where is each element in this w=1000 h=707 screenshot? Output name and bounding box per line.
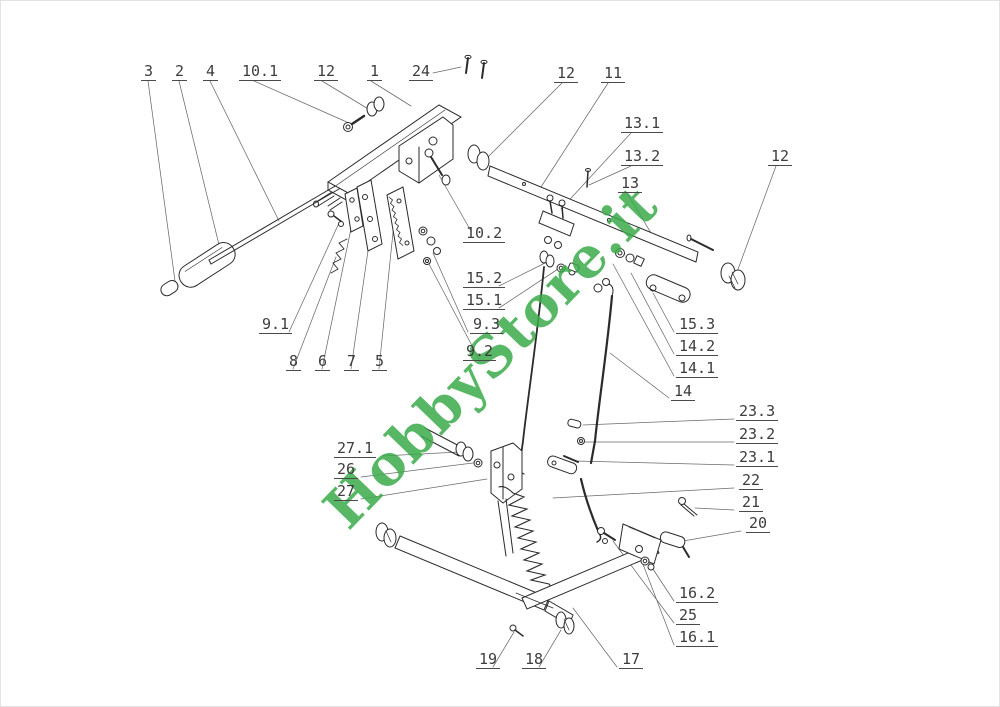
part-7-plate <box>356 179 383 252</box>
part-20-pin <box>659 531 690 558</box>
part-27-1-bushing-b <box>375 522 397 548</box>
part-label-14-1: 14.1 <box>676 360 719 378</box>
part-label-25: 25 <box>676 607 701 625</box>
part-label-27: 27 <box>334 483 359 501</box>
lower-frame <box>394 535 660 626</box>
part-label-24: 24 <box>409 63 434 81</box>
part-label-4: 4 <box>203 63 219 81</box>
part-24-pins <box>464 54 488 79</box>
part-6-bracket <box>344 187 364 233</box>
part-label-2: 2 <box>172 63 188 81</box>
part-label-26: 26 <box>334 461 359 479</box>
part-5-toothed-plate <box>386 186 415 260</box>
part-label-13-1: 13.1 <box>621 115 664 133</box>
part-15-cable <box>518 266 545 475</box>
part-label-7: 7 <box>344 353 360 371</box>
part-12-bushing-c <box>720 262 746 291</box>
part-label-27-1: 27.1 <box>334 440 377 458</box>
part-23x-adjuster <box>547 418 585 475</box>
part-label-9-2: 9.2 <box>463 343 497 361</box>
part-label-12-b: 12 <box>554 65 579 83</box>
part-18-bushing <box>555 611 575 635</box>
part-10-2-bolt <box>424 148 451 186</box>
part-26-washer <box>473 458 483 468</box>
part-15-3-link <box>645 274 691 303</box>
part-12-bushing-a <box>366 96 385 117</box>
part-21-cotter-pin <box>678 497 698 517</box>
part-label-14: 14 <box>671 383 696 401</box>
part-label-12-c: 12 <box>768 148 793 166</box>
part-label-23-2: 23.2 <box>736 426 779 444</box>
part-label-13: 13 <box>618 175 643 193</box>
part-19-bolt <box>509 624 524 637</box>
washers-14x-15x <box>539 250 610 293</box>
part-label-1: 1 <box>367 63 383 81</box>
part-label-10-2: 10.2 <box>463 225 506 243</box>
washer-nut-cluster-9x <box>418 226 441 265</box>
part-25-bolt <box>597 527 616 544</box>
part-label-20: 20 <box>746 515 771 533</box>
part-9-bolts <box>327 210 344 227</box>
part-label-9-1: 9.1 <box>259 316 293 334</box>
part-label-12-a: 12 <box>314 63 339 81</box>
part-3-grip <box>160 242 236 297</box>
part-27-1-bushing-a <box>455 441 474 462</box>
part-label-9-3: 9.3 <box>470 316 504 334</box>
part-label-14-2: 14.2 <box>676 338 719 356</box>
part-label-6: 6 <box>315 353 331 371</box>
part-label-3: 3 <box>141 63 157 81</box>
part-14-rod <box>579 283 614 543</box>
part-label-15-1: 15.1 <box>463 292 506 310</box>
part-label-23-1: 23.1 <box>736 449 779 467</box>
part-label-23-3: 23.3 <box>736 403 779 421</box>
part-label-15-3: 15.3 <box>676 316 719 334</box>
part-label-16-1: 16.1 <box>676 629 719 647</box>
part-label-18: 18 <box>522 651 547 669</box>
part-label-19: 19 <box>476 651 501 669</box>
part-label-17: 17 <box>619 651 644 669</box>
part-1-handle-tube <box>313 104 462 211</box>
part-label-16-2: 16.2 <box>676 585 719 603</box>
part-11-13-cross-tube <box>487 165 714 267</box>
part-label-15-2: 15.2 <box>463 270 506 288</box>
part-label-5: 5 <box>372 353 388 371</box>
part-8-spring <box>330 238 348 274</box>
part-label-10-1: 10.1 <box>239 63 282 81</box>
part-label-8: 8 <box>286 353 302 371</box>
part-10-1-bolt <box>343 114 366 132</box>
part-27-bracket <box>420 427 523 557</box>
part-12-bushing-b <box>467 144 490 171</box>
part-label-13-2: 13.2 <box>621 148 664 166</box>
part-label-11: 11 <box>601 65 626 83</box>
part-16-1-bracket <box>618 523 662 565</box>
part-label-21: 21 <box>739 494 764 512</box>
part-label-22: 22 <box>739 472 764 490</box>
part-16-2-washer <box>640 556 655 571</box>
